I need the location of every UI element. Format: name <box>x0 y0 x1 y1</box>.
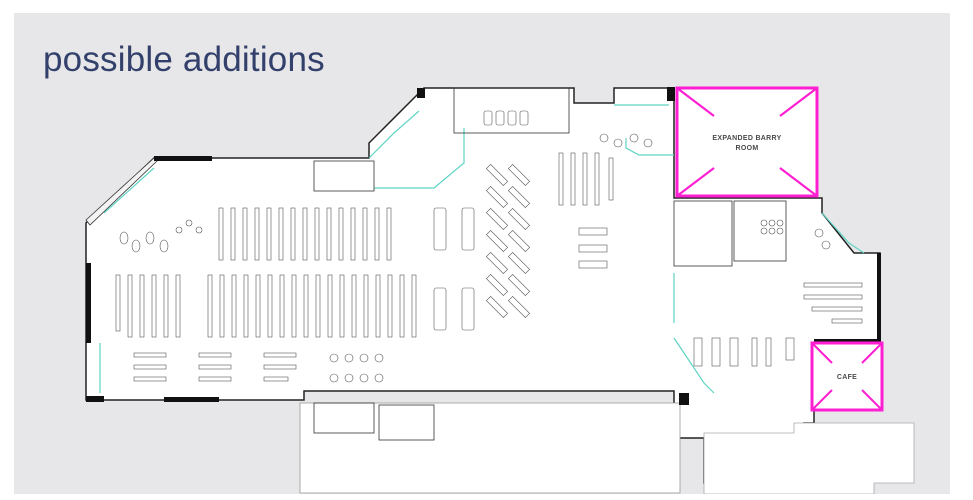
floor-plan-outline <box>85 87 915 494</box>
floor-plan: EXPANDED BARRY ROOM CAFE <box>85 86 915 494</box>
expanded-barry-room-label-line1: EXPANDED BARRY <box>712 135 781 142</box>
expanded-barry-room-label-line2: ROOM <box>736 145 759 152</box>
cafe-label: CAFE <box>837 374 857 381</box>
addition-expanded-barry-room[interactable]: EXPANDED BARRY ROOM <box>675 86 819 198</box>
addition-cafe[interactable]: CAFE <box>810 341 884 412</box>
slide-title: possible additions <box>43 40 325 79</box>
furniture-stacks <box>115 110 863 383</box>
slide: EXPANDED BARRY ROOM CAFE possible additi… <box>14 13 950 494</box>
